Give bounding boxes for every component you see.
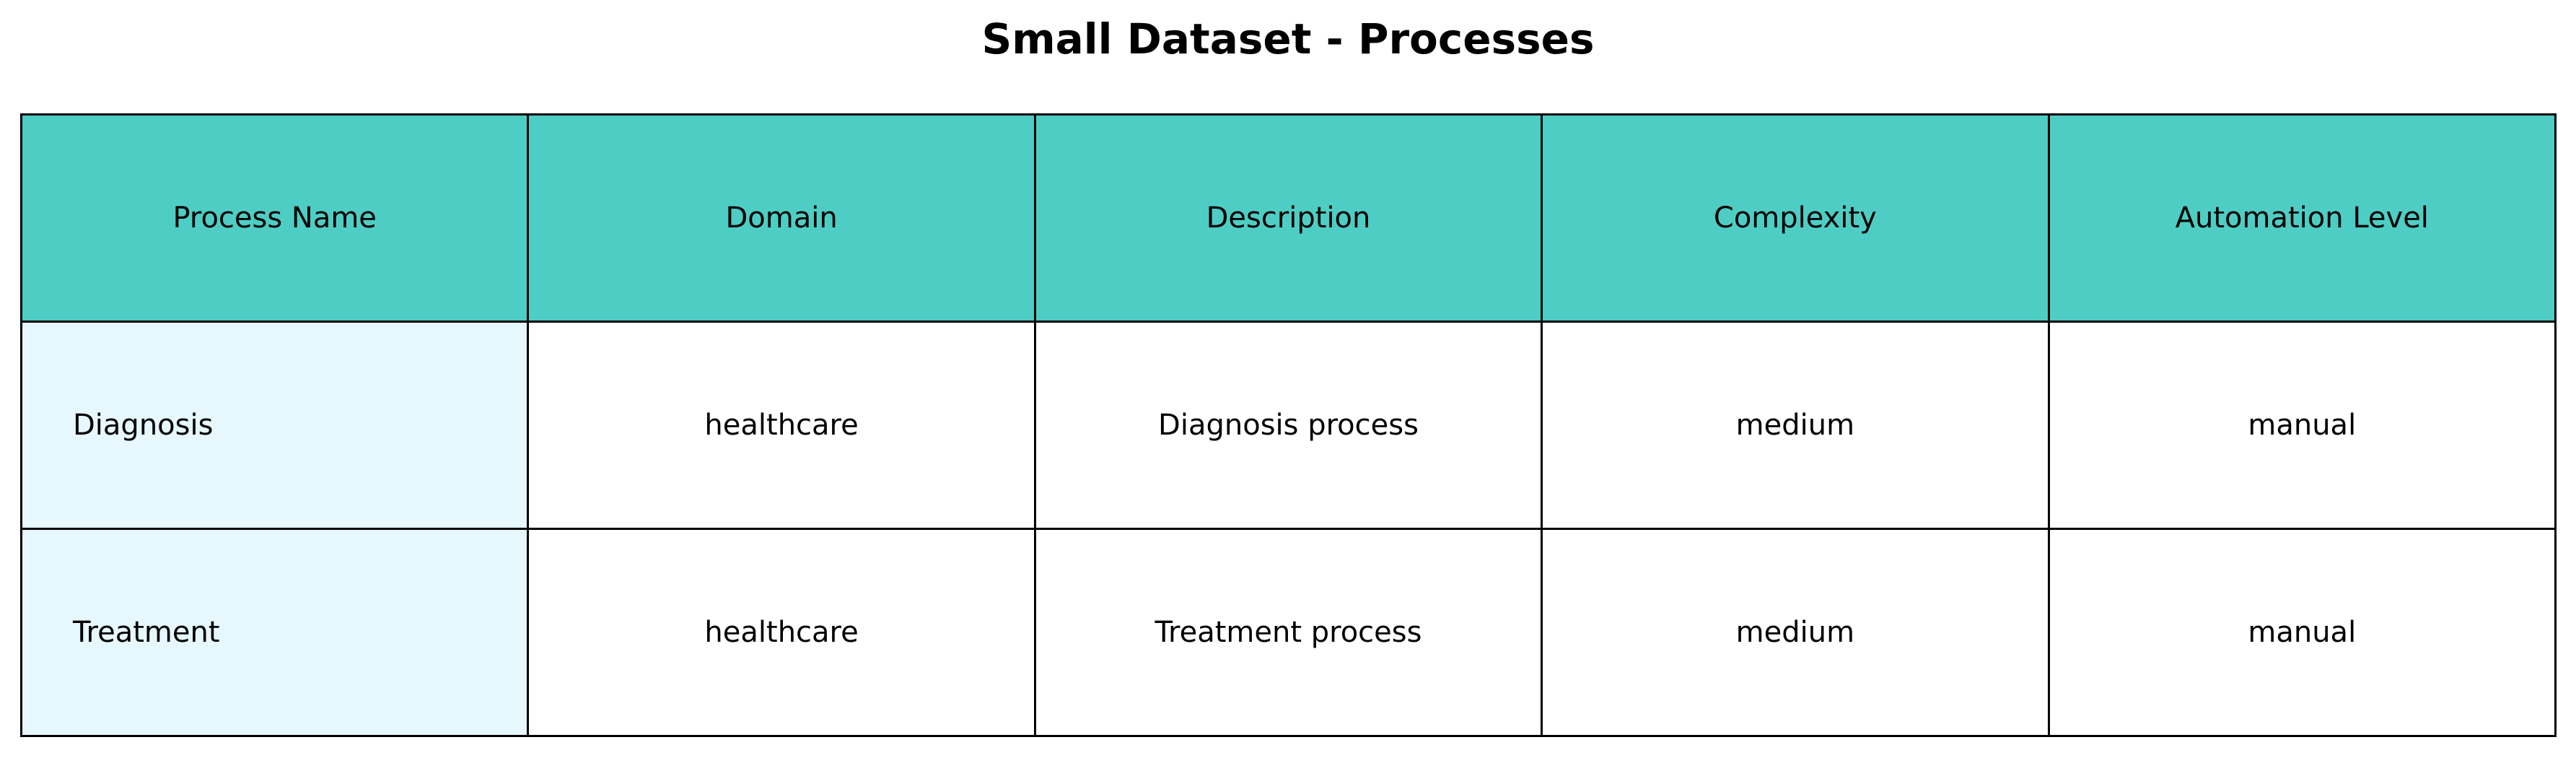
column-header-complexity: Complexity [1541,113,2050,323]
process-table-container: Process Name Domain Description Complexi… [19,113,2557,737]
table-cell-complexity: medium [1541,528,2050,737]
chart-title: Small Dataset - Processes [981,14,1595,64]
table-cell-automation-level: manual [2047,528,2557,737]
table-cell-automation-level: manual [2047,321,2557,530]
column-header-domain: Domain [527,113,1036,323]
column-header-process-name: Process Name [19,113,530,323]
table-cell-process-name: Treatment [19,528,530,737]
table-cell-complexity: medium [1541,321,2050,530]
column-header-automation-level: Automation Level [2047,113,2557,323]
column-header-description: Description [1033,113,1543,323]
table-row: Treatment healthcare Treatment process m… [19,528,2557,737]
table-cell-domain: healthcare [527,321,1036,530]
table-cell-description: Treatment process [1033,528,1543,737]
table-cell-domain: healthcare [527,528,1036,737]
table-header-row: Process Name Domain Description Complexi… [19,113,2557,323]
table-cell-process-name: Diagnosis [19,321,530,530]
table-cell-description: Diagnosis process [1033,321,1543,530]
table-row: Diagnosis healthcare Diagnosis process m… [19,321,2557,530]
process-table: Process Name Domain Description Complexi… [19,113,2557,737]
